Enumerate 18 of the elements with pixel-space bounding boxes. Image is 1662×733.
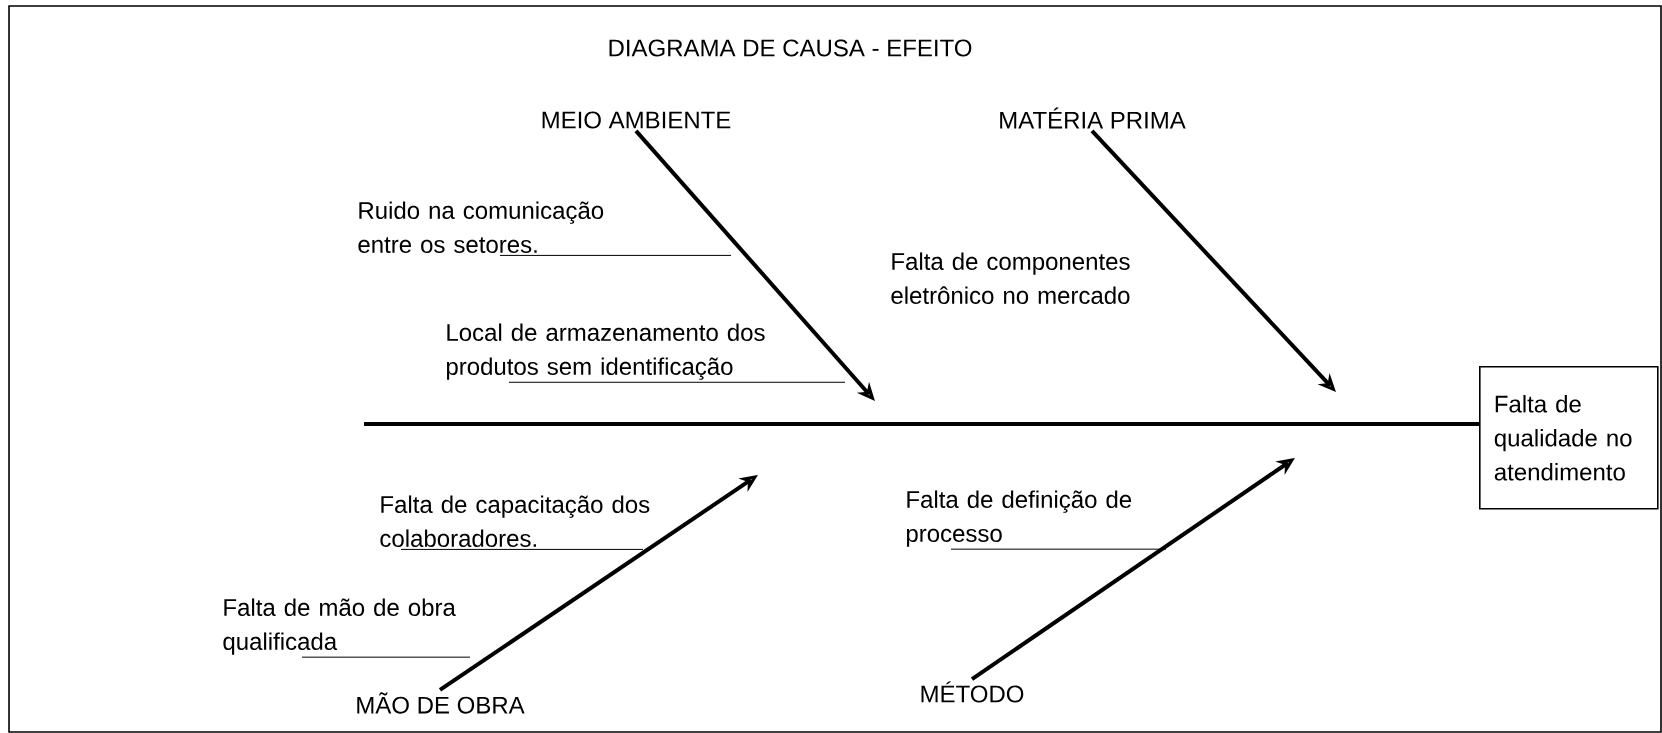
cause-text: Falta de componentes eletrônico no mercado — [891, 252, 1130, 304]
underline — [950, 548, 1167, 550]
underline — [301, 656, 471, 658]
diagram-title: DIAGRAMA DE CAUSA - EFEITO — [609, 39, 972, 57]
cause-text: Falta de definição de processo — [906, 490, 1132, 547]
category-label: MEIO AMBIENTE — [542, 111, 731, 129]
category-label: MÉTODO — [921, 681, 1024, 703]
underline — [508, 381, 846, 383]
cause-text: Falta de mão de obra qualificada — [223, 598, 456, 655]
underline — [499, 254, 732, 256]
spine-line — [364, 422, 1479, 426]
category-label: MATÉRIA PRIMA — [1000, 107, 1186, 129]
cause-text: Falta de capacitação dos colaboradores. — [380, 495, 650, 547]
cause-text: Local de armazenamento dos produtos sem identificação — [446, 323, 765, 380]
underline — [400, 548, 644, 550]
cause-text: Ruido na comunicação entre os setores. — [358, 201, 604, 253]
effect-box: Falta de qualidade no atendimento — [1479, 366, 1659, 510]
category-label: MÃO DE OBRA — [357, 692, 525, 714]
